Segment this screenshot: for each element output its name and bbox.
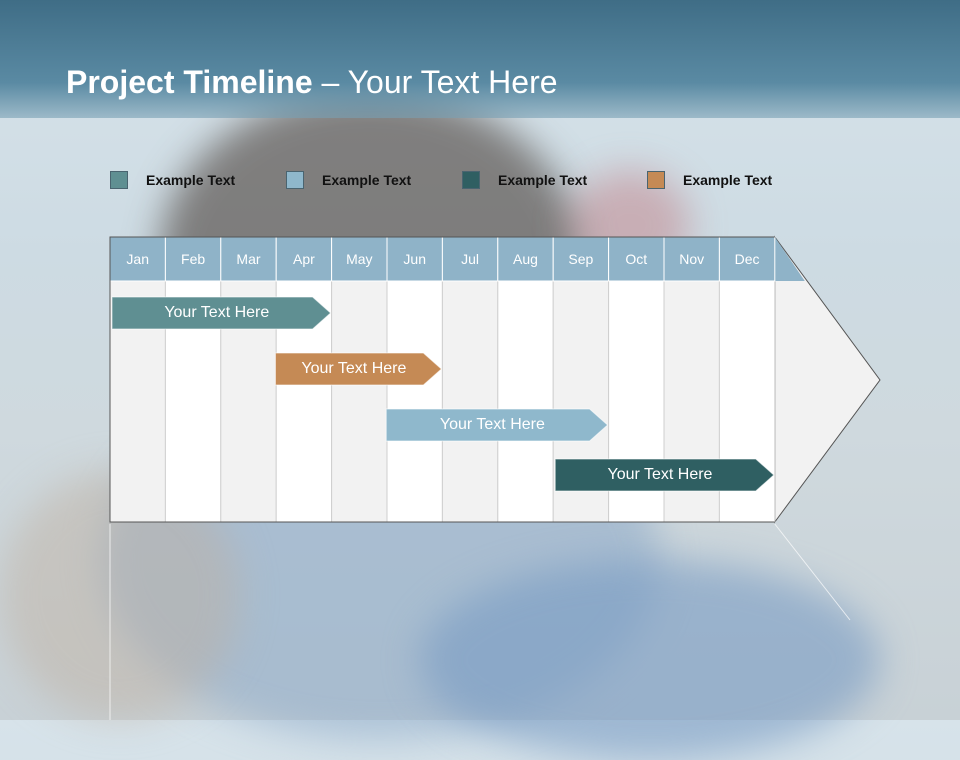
timeline-svg bbox=[109, 235, 881, 621]
legend-label: Example Text bbox=[146, 172, 236, 188]
month-label-dec: Dec bbox=[734, 251, 760, 267]
legend-item-4: Example Text bbox=[647, 170, 772, 190]
month-label-jan: Jan bbox=[126, 251, 149, 267]
month-label-feb: Feb bbox=[181, 251, 206, 267]
page-title: Project Timeline – Your Text Here bbox=[66, 60, 558, 104]
legend-label: Example Text bbox=[322, 172, 412, 188]
month-label-nov: Nov bbox=[679, 251, 705, 267]
header-band bbox=[0, 0, 960, 118]
month-header-cell bbox=[109, 236, 166, 282]
month-label-jun: Jun bbox=[403, 251, 426, 267]
month-header-cell bbox=[718, 236, 776, 282]
month-label-jul: Jul bbox=[461, 251, 480, 267]
month-column bbox=[331, 280, 388, 523]
month-label-sep: Sep bbox=[568, 251, 594, 267]
month-label-apr: Apr bbox=[292, 251, 315, 267]
month-label-aug: Aug bbox=[513, 251, 538, 267]
month-header-cell bbox=[497, 236, 554, 282]
task-bar-label: Your Text Here bbox=[607, 466, 713, 483]
task-bar-label: Your Text Here bbox=[164, 304, 270, 321]
task-bar bbox=[111, 296, 332, 330]
month-header-cell bbox=[608, 236, 665, 282]
month-column bbox=[441, 280, 499, 523]
task-bar bbox=[554, 458, 775, 492]
legend-swatch bbox=[286, 171, 304, 189]
legend-swatch bbox=[110, 171, 128, 189]
legend-swatch bbox=[462, 171, 480, 189]
month-label-mar: Mar bbox=[236, 251, 261, 267]
timeline-arrow-header bbox=[774, 237, 805, 281]
month-header-cell bbox=[275, 236, 333, 282]
legend-swatch bbox=[647, 171, 665, 189]
timeline-outline bbox=[109, 236, 775, 523]
task-bar bbox=[274, 352, 443, 386]
title-bold: Project Timeline bbox=[66, 64, 313, 100]
month-header-cell bbox=[220, 236, 277, 282]
month-column bbox=[386, 280, 443, 523]
legend-item-1: Example Text bbox=[110, 170, 235, 190]
legend-label: Example Text bbox=[683, 172, 773, 188]
month-header-cell bbox=[164, 236, 222, 282]
month-column bbox=[497, 280, 554, 523]
legend-item-3: Example Text bbox=[462, 170, 587, 190]
reflection-line-right bbox=[774, 523, 851, 621]
month-header-cell bbox=[441, 236, 499, 282]
month-header-cell bbox=[552, 236, 610, 282]
task-bar-label: Your Text Here bbox=[439, 416, 545, 433]
month-label-may: May bbox=[346, 251, 373, 267]
task-bar bbox=[385, 408, 609, 442]
task-bar-label: Your Text Here bbox=[301, 360, 407, 377]
title-rest: – Your Text Here bbox=[312, 64, 558, 100]
legend-item-2: Example Text bbox=[286, 170, 411, 190]
legend-label: Example Text bbox=[498, 172, 588, 188]
month-label-oct: Oct bbox=[625, 251, 648, 267]
